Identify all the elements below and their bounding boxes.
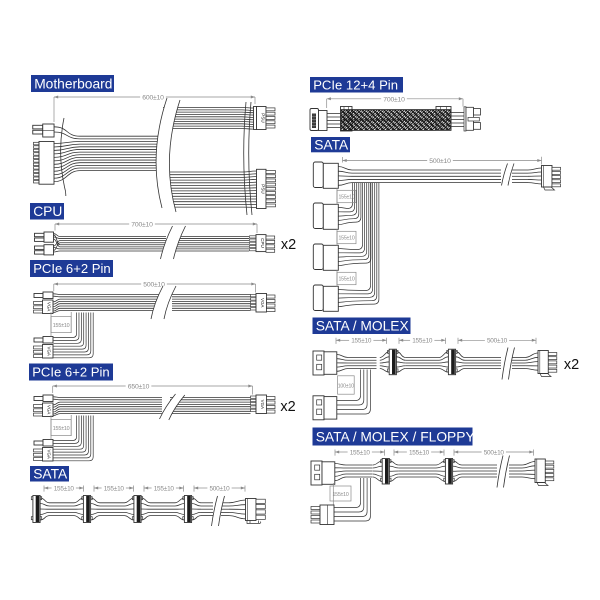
svg-text:VGA: VGA [47, 302, 52, 311]
svg-text:SATA / MOLEX: SATA / MOLEX [316, 319, 409, 334]
svg-text:700±10: 700±10 [383, 96, 405, 103]
svg-text:500±10: 500±10 [484, 449, 505, 456]
svg-text:PCIe 12+4 Pin: PCIe 12+4 Pin [313, 77, 398, 92]
svg-text:650±10: 650±10 [128, 383, 150, 390]
svg-text:500±10: 500±10 [487, 338, 508, 345]
svg-text:155±10: 155±10 [350, 449, 371, 456]
svg-text:155±10: 155±10 [338, 277, 354, 283]
svg-text:VGA: VGA [260, 400, 265, 409]
svg-text:100±10: 100±10 [338, 383, 354, 389]
svg-text:SATA / MOLEX / FLOPPY: SATA / MOLEX / FLOPPY [316, 429, 475, 444]
svg-text:CPU: CPU [260, 238, 265, 248]
svg-text:155±10: 155±10 [104, 485, 125, 492]
svg-text:SATA: SATA [314, 138, 349, 153]
svg-text:CPU: CPU [33, 204, 62, 219]
svg-text:x2: x2 [281, 237, 296, 253]
svg-text:x2: x2 [564, 357, 579, 373]
svg-text:VGA: VGA [47, 347, 52, 356]
svg-text:155±10: 155±10 [54, 485, 75, 492]
svg-text:600±10: 600±10 [142, 94, 164, 101]
svg-text:155±10: 155±10 [409, 449, 430, 456]
svg-text:155±10: 155±10 [53, 426, 70, 432]
svg-text:500±10: 500±10 [209, 485, 230, 492]
svg-text:PCIe 6+2 Pin: PCIe 6+2 Pin [32, 365, 110, 380]
svg-text:PSU: PSU [261, 113, 266, 122]
svg-text:SATA: SATA [33, 467, 68, 482]
svg-text:155±10: 155±10 [338, 195, 354, 201]
svg-text:VGA: VGA [47, 450, 52, 459]
svg-text:VGA: VGA [47, 405, 52, 414]
svg-text:155±10: 155±10 [412, 338, 433, 345]
svg-text:155±10: 155±10 [53, 323, 70, 329]
svg-text:155±10: 155±10 [351, 338, 372, 345]
svg-text:155±10: 155±10 [154, 485, 175, 492]
svg-text:PSU: PSU [261, 184, 266, 193]
svg-text:155±10: 155±10 [332, 492, 348, 498]
svg-text:VGA: VGA [260, 298, 265, 307]
svg-text:x2: x2 [280, 399, 295, 415]
svg-text:500±10: 500±10 [143, 281, 165, 288]
svg-text:Motherboard: Motherboard [34, 76, 112, 91]
svg-text:500±10: 500±10 [429, 158, 451, 165]
svg-text:155±10: 155±10 [338, 236, 354, 242]
svg-text:PCIe 6+2 Pin: PCIe 6+2 Pin [33, 261, 111, 276]
svg-text:700±10: 700±10 [131, 221, 153, 228]
